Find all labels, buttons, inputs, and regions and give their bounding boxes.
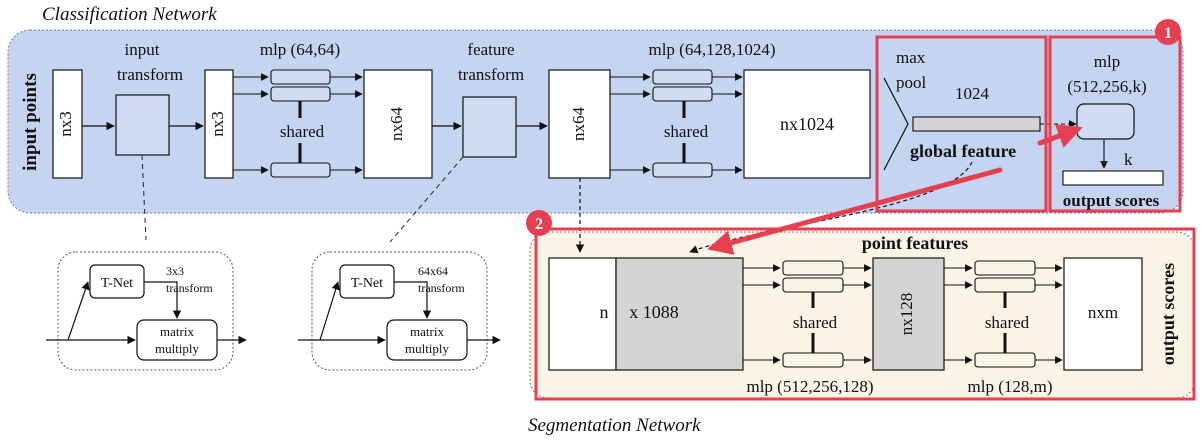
nx3-transformed-label: nx3 <box>208 111 227 137</box>
mlp-64-64-label: mlp (64,64) <box>260 40 340 59</box>
max-label: max <box>896 48 926 67</box>
global-feature-label: global feature <box>910 141 1016 161</box>
segmentation-network-title: Segmentation Network <box>528 415 701 436</box>
n-label: n <box>600 302 609 322</box>
mlp3-label-2: (512,256,k) <box>1067 77 1146 96</box>
multiply-label-2: multiply <box>405 341 450 356</box>
mlp2-unit-1 <box>652 69 713 85</box>
seg-mlp-512-256-128-label: mlp (512,256,128) <box>746 377 873 396</box>
shared-label-1: shared <box>280 122 325 141</box>
point-features-label: point features <box>862 233 968 253</box>
tnet-label-1: T-Net <box>101 276 133 291</box>
nx3-input-block <box>52 69 83 179</box>
nx128-block <box>872 257 945 371</box>
mlp2-unit-3 <box>652 162 713 178</box>
max-pool-symbol <box>883 77 909 171</box>
badge-1 <box>1155 19 1181 45</box>
tnet-size-label-1: 3x3 <box>166 264 184 278</box>
mlp-64-128-1024-label: mlp (64,128,1024) <box>648 40 775 59</box>
mlp3-label-1: mlp <box>1094 52 1120 71</box>
nx3-transformed-block <box>204 69 234 179</box>
shared-label-2: shared <box>664 122 709 141</box>
seg-mlp-128-m-label: mlp (128,m) <box>968 377 1053 396</box>
mlp3-box <box>1076 103 1135 140</box>
nx64-block-2 <box>548 69 611 179</box>
mlp1-unit-2 <box>270 86 331 102</box>
mlp2-unit-2 <box>652 86 713 102</box>
classification-output-scores-label: output scores <box>1063 191 1160 210</box>
feature-transform-label-1: feature <box>467 40 514 59</box>
nxm-block <box>1063 257 1143 371</box>
matrix-label-1: matrix <box>160 324 194 339</box>
nx1024-label: nx1024 <box>780 114 834 134</box>
multiply-label-1: multiply <box>155 341 200 356</box>
input-transform-label-1: input <box>125 40 160 59</box>
seg-shared-label-2: shared <box>985 313 1030 332</box>
seg-mlp1-unit-3 <box>782 352 844 368</box>
seg-shared-label-1: shared <box>793 313 838 332</box>
badge-2 <box>526 210 552 236</box>
x1088-label: x 1088 <box>629 302 679 322</box>
highlight-classification-head-box <box>1048 35 1182 213</box>
global-feature-dim-label: 1024 <box>955 84 990 103</box>
k-label: k <box>1124 150 1133 169</box>
nxm-label: nxm <box>1088 303 1118 322</box>
nx128-label: nx128 <box>897 293 916 336</box>
nx1024-block <box>743 69 871 179</box>
segmentation-output-scores-label: output scores <box>1158 263 1178 365</box>
x1088-gray-block <box>615 257 744 371</box>
feature-transform-label-2: transform <box>458 65 524 84</box>
matrix-label-2: matrix <box>410 324 444 339</box>
mlp1-unit-1 <box>270 69 331 85</box>
nx64-block-1 <box>363 69 433 179</box>
mlp1-unit-3 <box>270 162 331 178</box>
seg-mlp2-unit-3 <box>974 352 1036 368</box>
tnet-size-label-2: 64x64 <box>418 264 448 278</box>
input-transform-label-2: transform <box>117 65 183 84</box>
tnet-transform-label-1: transform <box>166 281 213 295</box>
pool-label: pool <box>896 73 927 92</box>
nx3-input-label: nx3 <box>56 111 75 137</box>
highlight-segmentation-box <box>534 227 1196 401</box>
seg-mlp1-unit-1 <box>782 260 844 276</box>
classification-output-vector <box>1062 170 1164 186</box>
badge-2-label: 2 <box>535 216 543 233</box>
tnet-label-2: T-Net <box>351 276 383 291</box>
red-arrow-to-point-features <box>707 167 1003 255</box>
n-white-block <box>548 257 617 371</box>
classification-network-title: Classification Network <box>42 4 217 25</box>
nx64-label-1: nx64 <box>387 107 406 142</box>
global-feature-vector <box>912 116 1041 132</box>
feature-transform-box <box>462 96 517 158</box>
input-points-label: input points <box>20 73 41 171</box>
nx64-label-2: nx64 <box>569 107 588 142</box>
seg-mlp1-unit-2 <box>782 277 844 293</box>
highlight-global-feature-box <box>875 35 1048 213</box>
seg-mlp2-unit-1 <box>974 260 1036 276</box>
tnet-transform-label-2: transform <box>418 281 465 295</box>
input-transform-box <box>115 94 170 156</box>
seg-mlp2-unit-2 <box>974 277 1036 293</box>
badge-1-label: 1 <box>1164 25 1172 42</box>
red-arrow-to-mlp <box>1037 124 1083 148</box>
